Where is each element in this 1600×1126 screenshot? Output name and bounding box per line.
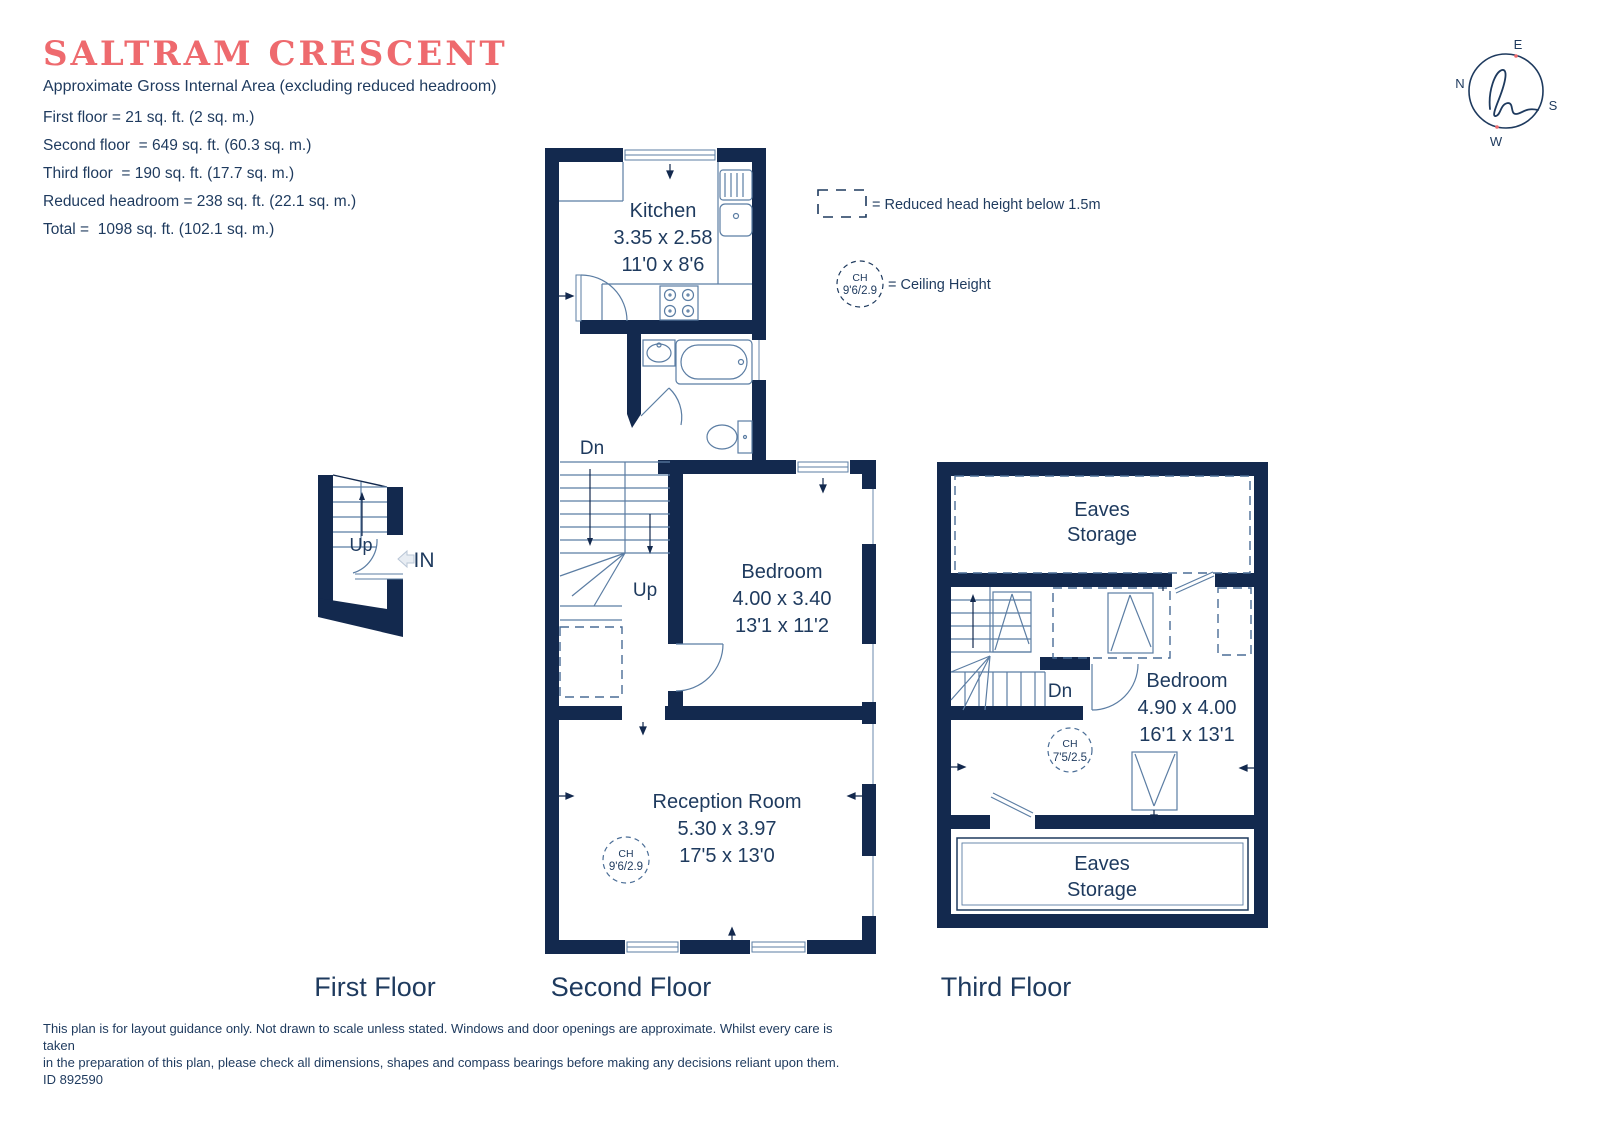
kitchen-sink bbox=[719, 169, 753, 237]
skylight-top bbox=[1107, 592, 1154, 654]
compass-east: E bbox=[1514, 37, 1523, 52]
disclaimer-line1: This plan is for layout guidance only. N… bbox=[43, 1021, 833, 1053]
dimension-ticks-third bbox=[951, 576, 1254, 824]
first-floor-label: First Floor bbox=[314, 972, 436, 1002]
third-floor-stairs bbox=[950, 587, 1046, 711]
reception-imperial: 17'5 x 13'0 bbox=[679, 845, 775, 867]
eaves-storage-bottom: Eaves Storage bbox=[956, 837, 1249, 911]
eaves-bottom-line1: Eaves bbox=[1074, 853, 1130, 875]
bathroom-door bbox=[640, 387, 683, 426]
stair-skylight bbox=[992, 591, 1032, 653]
third-bedroom-door bbox=[1091, 663, 1139, 711]
plan-id: ID 892590 bbox=[43, 1072, 103, 1087]
bathtub bbox=[675, 339, 753, 385]
third-floor-plan: Eaves Storage bbox=[937, 462, 1268, 928]
third-bedroom-name: Bedroom bbox=[1146, 670, 1227, 692]
brand-h-logo bbox=[1488, 69, 1539, 117]
bedroom-name: Bedroom bbox=[741, 561, 822, 583]
eaves-bottom-door bbox=[990, 792, 1034, 818]
third-ceiling-height: CH 7'5/2.5 bbox=[1047, 727, 1093, 773]
second-floor-windows bbox=[622, 148, 876, 954]
first-floor-in-label: IN bbox=[414, 549, 435, 572]
entrance-wall bbox=[318, 579, 403, 637]
kitchen-door bbox=[575, 274, 628, 322]
ceiling-height-abbr: CH bbox=[852, 272, 867, 284]
ceiling-height-symbol bbox=[836, 260, 884, 308]
compass-icon: E N S W bbox=[1455, 37, 1557, 149]
first-floor-plan: Up IN bbox=[318, 474, 435, 637]
compass-south: S bbox=[1549, 98, 1558, 113]
ceiling-height-value: 9'6/2.9 bbox=[843, 285, 877, 297]
second-floor-plan: CH 9'6/2.9 Kitchen 3.35 x 2.58 11'0 x 8'… bbox=[545, 148, 876, 954]
skylight-bottom bbox=[1131, 751, 1178, 811]
first-floor-up-label: Up bbox=[349, 535, 372, 555]
stairs-up-label: Up bbox=[633, 580, 657, 601]
reception-ceiling-height: CH 9'6/2.9 bbox=[602, 836, 650, 884]
disclaimer: This plan is for layout guidance only. N… bbox=[43, 1020, 853, 1088]
compass-north: N bbox=[1455, 76, 1464, 91]
stairs-dn-label: Dn bbox=[580, 438, 604, 459]
kitchen-metric: 3.35 x 2.58 bbox=[614, 227, 713, 249]
bedroom-imperial: 13'1 x 11'2 bbox=[735, 615, 829, 637]
page-title: SALTRAM CRESCENT bbox=[43, 34, 508, 74]
third-bedroom-imperial: 16'1 x 13'1 bbox=[1139, 724, 1235, 746]
bathroom-sink bbox=[642, 339, 676, 367]
third-bedroom-metric: 4.90 x 4.00 bbox=[1138, 697, 1237, 719]
reduced-headroom-symbol bbox=[817, 189, 867, 218]
compass-dot-east bbox=[1514, 54, 1518, 58]
compass-dot-west bbox=[1495, 125, 1499, 129]
compass-letters: E N S W bbox=[1455, 37, 1557, 149]
second-floor-stairs bbox=[559, 461, 670, 698]
legend: = Reduced head height below 1.5m CH 9'6/… bbox=[817, 189, 1101, 308]
eaves-storage-top: Eaves Storage bbox=[954, 475, 1251, 574]
second-floor-labels: Kitchen 3.35 x 2.58 11'0 x 8'6 Dn Up Bed… bbox=[580, 200, 832, 867]
third-ch-value: 7'5/2.5 bbox=[1053, 752, 1087, 764]
page-subtitle: Approximate Gross Internal Area (excludi… bbox=[43, 78, 497, 95]
reception-name: Reception Room bbox=[653, 791, 802, 813]
area-line-first: First floor = 21 sq. ft. (2 sq. m.) bbox=[43, 109, 255, 126]
third-floor-labels: Dn Bedroom 4.90 x 4.00 16'1 x 13'1 bbox=[1048, 670, 1237, 746]
third-ch-abbr: CH bbox=[1062, 738, 1077, 750]
third-floor-label: Third Floor bbox=[940, 972, 1072, 1002]
bedroom-metric: 4.00 x 3.40 bbox=[733, 588, 832, 610]
reception-metric: 5.30 x 3.97 bbox=[678, 818, 777, 840]
toilet-icon bbox=[706, 420, 753, 454]
kitchen-name: Kitchen bbox=[630, 200, 697, 222]
reception-doorway bbox=[622, 706, 665, 720]
area-line-third: Third floor = 190 sq. ft. (17.7 sq. m.) bbox=[43, 165, 295, 182]
eaves-top-line1: Eaves bbox=[1074, 499, 1130, 521]
entrance-threshold bbox=[355, 573, 403, 580]
reception-ch-value: 9'6/2.9 bbox=[609, 861, 643, 873]
dimension-ticks bbox=[559, 164, 862, 940]
area-line-reduced: Reduced headroom = 238 sq. ft. (22.1 sq.… bbox=[43, 193, 357, 210]
eaves-bottom-line2: Storage bbox=[1067, 879, 1137, 901]
third-dn-label: Dn bbox=[1048, 681, 1072, 702]
reception-ch-abbr: CH bbox=[618, 848, 633, 860]
kitchen-imperial: 11'0 x 8'6 bbox=[622, 254, 705, 276]
bedroom-door bbox=[675, 643, 724, 692]
ceiling-height-label: = Ceiling Height bbox=[888, 277, 991, 293]
area-line-total: Total = 1098 sq. ft. (102.1 sq. m.) bbox=[43, 221, 275, 238]
bedroom-reduced-headroom bbox=[1052, 587, 1252, 659]
stairs-reduced-headroom bbox=[559, 626, 623, 698]
kitchen-fixtures bbox=[559, 162, 753, 322]
eaves-top-line2: Storage bbox=[1067, 524, 1137, 546]
second-floor-label: Second Floor bbox=[550, 972, 712, 1002]
third-floor-walls bbox=[937, 462, 1268, 928]
area-summary: First floor = 21 sq. ft. (2 sq. m.) Seco… bbox=[43, 104, 356, 244]
compass-west: W bbox=[1490, 134, 1503, 149]
hob-icon bbox=[659, 285, 699, 321]
area-line-second: Second floor = 649 sq. ft. (60.3 sq. m.) bbox=[43, 137, 312, 154]
disclaimer-line2: in the preparation of this plan, please … bbox=[43, 1055, 840, 1070]
eaves-access-door bbox=[1174, 571, 1215, 594]
entrance-door-arc bbox=[352, 538, 378, 574]
first-floor-walls bbox=[318, 474, 403, 637]
reduced-headroom-label: = Reduced head height below 1.5m bbox=[872, 197, 1101, 213]
bathroom-fixtures bbox=[640, 339, 753, 454]
first-floor-stairs bbox=[333, 482, 387, 548]
in-arrow-icon bbox=[397, 549, 415, 569]
